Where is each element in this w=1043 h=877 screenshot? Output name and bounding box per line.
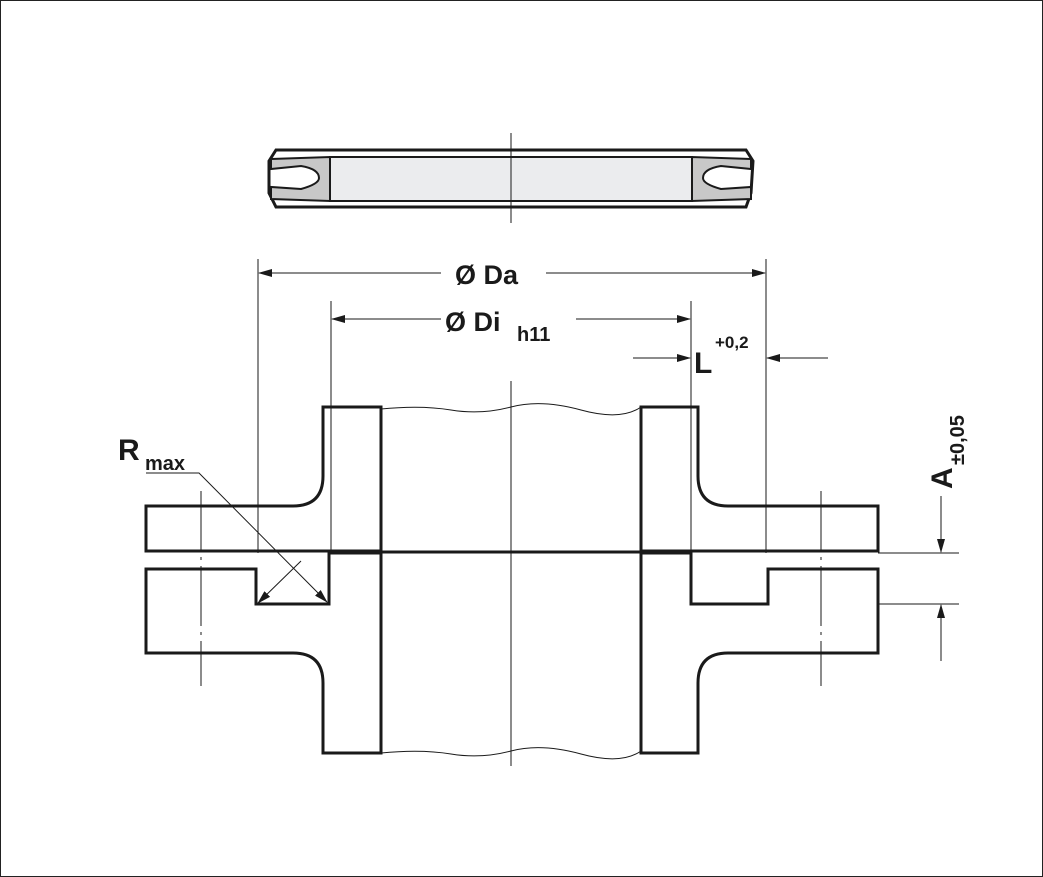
outer-diameter-label: Ø Da: [455, 260, 519, 290]
length-label: L: [694, 347, 712, 380]
housing-section: [144, 381, 880, 766]
depth-label: A: [926, 467, 959, 489]
dimension-lines: [146, 259, 959, 661]
inner-diameter-label: Ø Di: [445, 307, 501, 337]
seal-section: [267, 133, 755, 223]
depth-tolerance: ±0,05: [947, 415, 969, 465]
length-tolerance: +0,2: [715, 333, 749, 352]
radius-label: R: [118, 434, 140, 467]
inner-diameter-tolerance: h11: [517, 324, 550, 346]
radius-subscript: max: [145, 453, 185, 475]
